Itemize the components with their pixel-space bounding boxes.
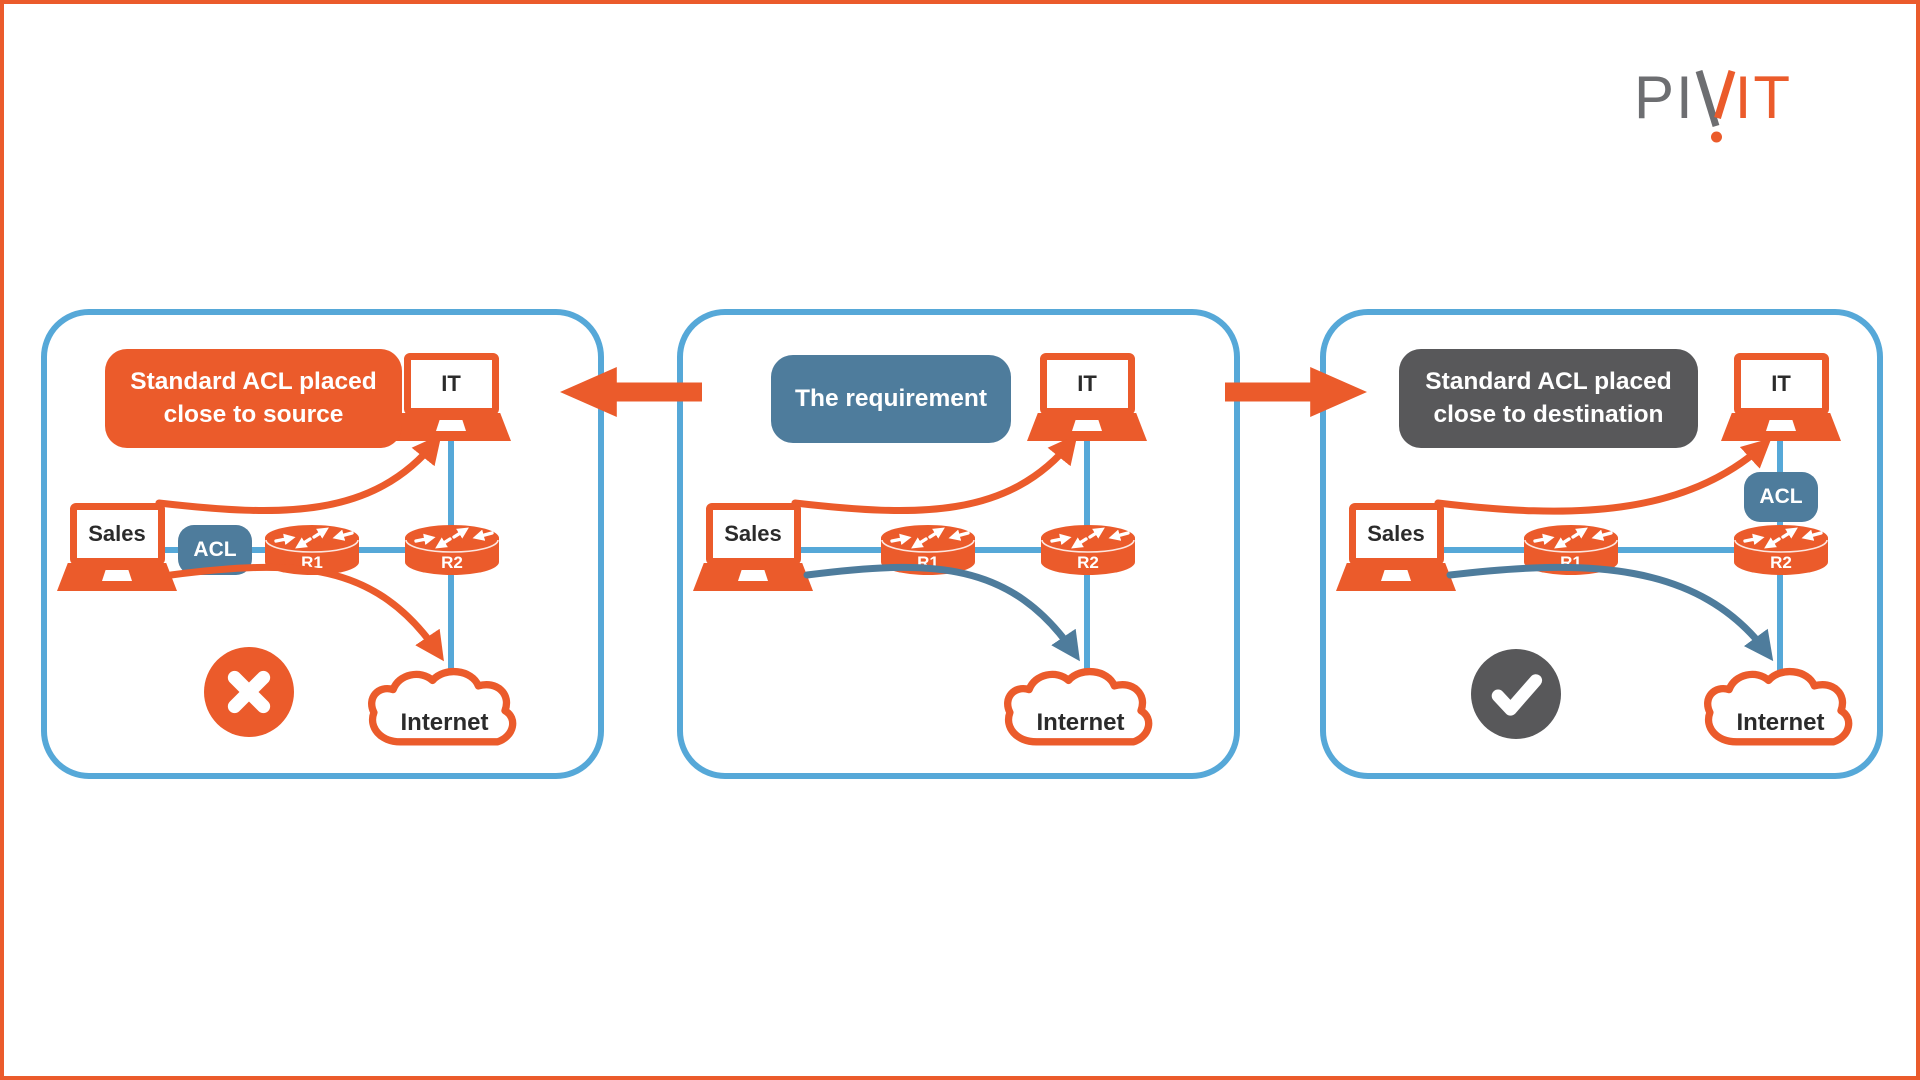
router-r2: R2 xyxy=(1733,524,1829,576)
device-label: IT xyxy=(1771,371,1791,396)
laptop-base xyxy=(57,563,177,591)
reject-icon xyxy=(204,647,294,737)
cloud-label: Internet xyxy=(1036,709,1125,736)
acl-badge: ACL xyxy=(1744,472,1818,522)
device-label: Sales xyxy=(1367,521,1425,546)
cloud-icon xyxy=(1004,668,1153,746)
logo-text-gray: PI xyxy=(1634,64,1695,131)
permitted-it-traffic-arrow xyxy=(791,434,1078,514)
panel-requirement: The requirement IT Sales xyxy=(677,309,1240,779)
sales-laptop: Sales xyxy=(1336,503,1456,591)
laptop-base xyxy=(1336,563,1456,591)
denied-internet-traffic-arrow xyxy=(167,563,444,662)
router-r1: R1 xyxy=(1523,524,1619,576)
cloud-label: Internet xyxy=(400,709,489,736)
router-label: R1 xyxy=(917,553,939,572)
sales-laptop: Sales xyxy=(693,503,813,591)
internet-traffic-arrow xyxy=(803,563,1080,662)
sales-laptop: Sales xyxy=(57,503,177,591)
laptop-base xyxy=(391,413,511,441)
laptop-screen: IT xyxy=(1733,353,1829,415)
laptop-screen: IT xyxy=(1039,353,1135,415)
panel-title: Standard ACL placed close to destination xyxy=(1399,349,1698,448)
pivit-logo: PI IT xyxy=(1634,68,1792,144)
permitted-it-traffic-arrow xyxy=(1434,438,1772,515)
router-label: R2 xyxy=(441,553,463,572)
acl-badge: ACL xyxy=(178,525,252,575)
panel-acl-close-to-destination: Standard ACL placed close to destination… xyxy=(1320,309,1883,779)
laptop-base xyxy=(1721,413,1841,441)
laptop-notch xyxy=(1072,420,1102,431)
laptop-screen: Sales xyxy=(1348,503,1444,565)
laptop-base xyxy=(1027,413,1147,441)
device-label: Sales xyxy=(88,521,146,546)
it-laptop: IT xyxy=(1721,353,1841,441)
router-label: R1 xyxy=(1560,553,1582,572)
laptop-screen: IT xyxy=(403,353,499,415)
internet-cloud: Internet xyxy=(362,663,527,755)
cloud-label: Internet xyxy=(1736,709,1825,736)
router-icon xyxy=(1734,525,1828,575)
device-label: IT xyxy=(441,371,461,396)
denied-it-traffic-arrow xyxy=(155,434,442,514)
router-label: R2 xyxy=(1077,553,1099,572)
laptop-screen: Sales xyxy=(705,503,801,565)
router-label: R1 xyxy=(301,553,323,572)
panel-title: Standard ACL placed close to source xyxy=(105,349,402,448)
laptop-screen: Sales xyxy=(69,503,165,565)
router-r2: R2 xyxy=(1040,524,1136,576)
cloud-icon xyxy=(1704,668,1853,746)
logo-v-icon xyxy=(1695,69,1736,143)
laptop-notch xyxy=(436,420,466,431)
router-r1: R1 xyxy=(880,524,976,576)
laptop-notch xyxy=(1766,420,1796,431)
laptop-notch xyxy=(738,570,768,581)
it-laptop: IT xyxy=(1027,353,1147,441)
panel-title: The requirement xyxy=(771,355,1011,443)
router-r1: R1 xyxy=(264,524,360,576)
device-label: Sales xyxy=(724,521,782,546)
panel-acl-close-to-source: Standard ACL placed close to source IT S… xyxy=(41,309,604,779)
cloud-icon xyxy=(368,668,517,746)
router-label: R2 xyxy=(1770,553,1792,572)
logo-text-orange: IT xyxy=(1734,64,1793,131)
internet-cloud: Internet xyxy=(998,663,1163,755)
internet-traffic-arrow xyxy=(1446,563,1774,662)
logo-dot xyxy=(1710,131,1722,143)
router-r2: R2 xyxy=(404,524,500,576)
laptop-notch xyxy=(1381,570,1411,581)
device-label: IT xyxy=(1077,371,1097,396)
approve-icon xyxy=(1471,649,1561,739)
laptop-notch xyxy=(102,570,132,581)
it-laptop: IT xyxy=(391,353,511,441)
internet-cloud: Internet xyxy=(1698,663,1863,755)
laptop-base xyxy=(693,563,813,591)
